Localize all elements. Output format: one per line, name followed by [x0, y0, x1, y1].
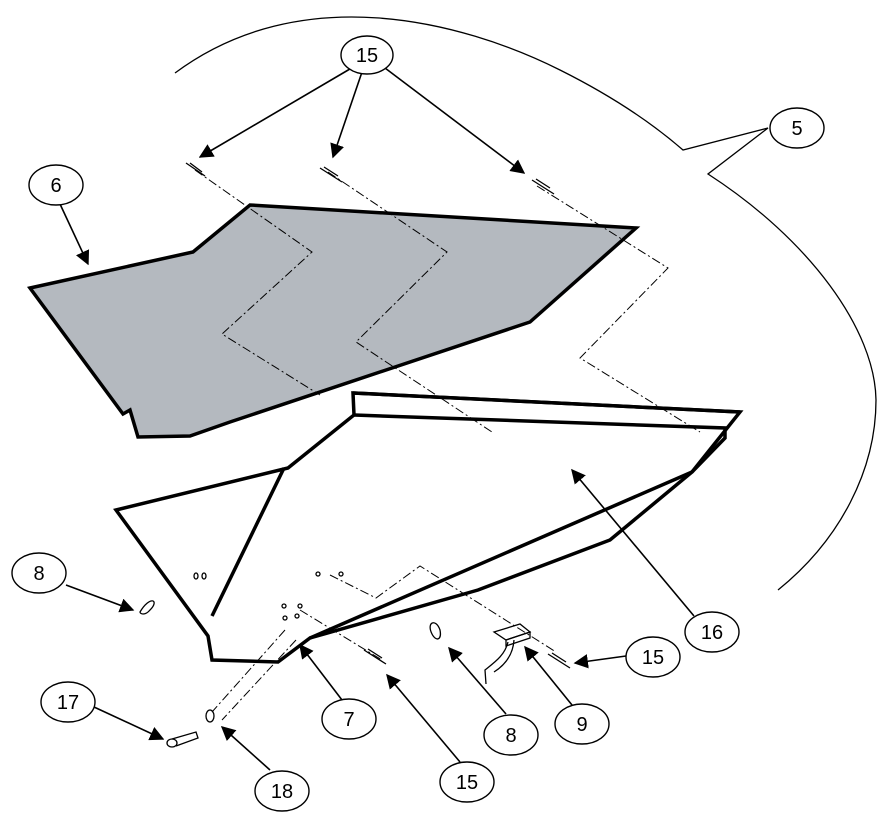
- svg-text:15: 15: [356, 45, 378, 67]
- callout-8-left: 8: [11, 552, 67, 594]
- outline-curve: [174, 16, 877, 591]
- clip-left: [139, 600, 155, 615]
- leader-15-top-a: [198, 65, 356, 158]
- dashed-line-2: [327, 171, 493, 433]
- grey-panel: [26, 203, 641, 439]
- dashed-line-1: [194, 169, 321, 396]
- pin-top-right: [531, 178, 555, 195]
- leader-8-left: [65, 584, 135, 613]
- screw-17: [166, 731, 199, 748]
- leader-17: [93, 706, 165, 741]
- dashed-line-6: [211, 629, 297, 721]
- svg-text:8: 8: [33, 563, 44, 585]
- connector-part: [484, 623, 532, 685]
- pin-bottom: [363, 648, 387, 665]
- pin-top-middle: [319, 166, 343, 183]
- pin-right: [547, 652, 571, 669]
- callout-8-bottom: 8: [483, 714, 539, 756]
- svg-text:18: 18: [271, 781, 293, 803]
- callout-15-bottom: 15: [439, 761, 495, 803]
- leader-7: [299, 643, 343, 701]
- callout-15-right: 15: [625, 636, 681, 678]
- leader-8-bottom: [448, 646, 507, 715]
- svg-text:16: 16: [701, 622, 723, 644]
- leader-16: [571, 468, 695, 617]
- svg-text:7: 7: [343, 709, 354, 731]
- svg-text:15: 15: [456, 772, 478, 794]
- dashed-line-3: [536, 185, 701, 433]
- clip-bottom: [429, 622, 442, 640]
- svg-text:17: 17: [57, 692, 79, 714]
- leader-15-bottom: [386, 673, 461, 763]
- leader-6: [59, 203, 90, 266]
- callout-9: 9: [554, 703, 610, 745]
- svg-text:5: 5: [791, 118, 802, 140]
- svg-text:8: 8: [505, 725, 516, 747]
- leader-18: [220, 726, 271, 771]
- panel-flange: [352, 391, 741, 474]
- leader-15-top-c: [384, 67, 526, 174]
- panel-fold-line: [210, 467, 286, 617]
- panel-inner-line: [309, 470, 693, 640]
- leader-15-right: [573, 654, 627, 669]
- callout-17: 17: [40, 681, 96, 723]
- svg-text:9: 9: [576, 714, 587, 736]
- callout-16: 16: [684, 611, 740, 653]
- leader-15-top-b: [330, 71, 363, 159]
- pin-top-left: [185, 162, 206, 177]
- callout-15-top: 15: [340, 35, 394, 75]
- callout-6: 6: [28, 164, 84, 206]
- leader-9: [524, 645, 573, 706]
- panel-holes: [193, 571, 344, 621]
- dashed-line-4: [329, 565, 557, 653]
- callout-18: 18: [254, 770, 310, 812]
- svg-text:6: 6: [50, 175, 61, 197]
- callout-5: 5: [769, 107, 825, 149]
- screw-18: [205, 709, 215, 723]
- svg-text:15: 15: [642, 647, 664, 669]
- callout-7: 7: [321, 698, 377, 740]
- dashed-line-5: [299, 609, 383, 661]
- lower-panel: [113, 391, 744, 664]
